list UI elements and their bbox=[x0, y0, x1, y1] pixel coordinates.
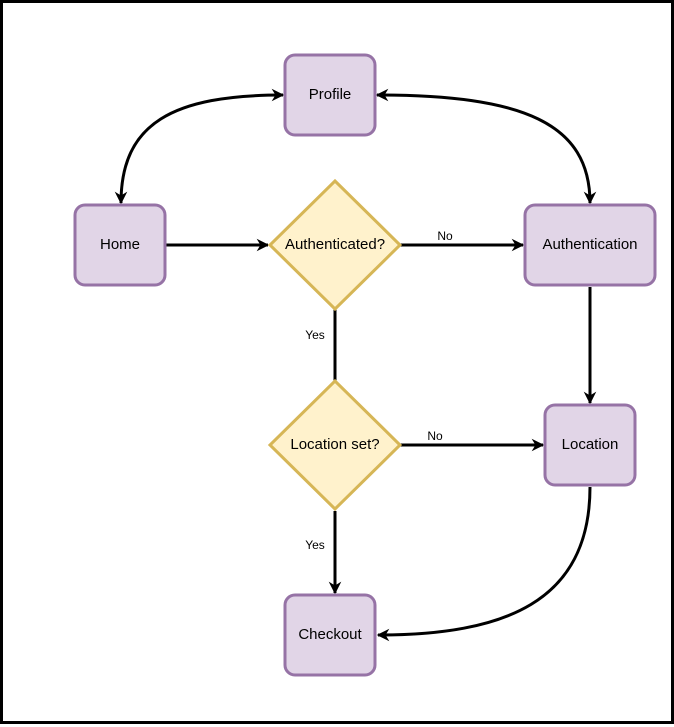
node-profile: Profile bbox=[283, 53, 377, 137]
edge-profile-authentication bbox=[375, 88, 597, 205]
node-checkout: Checkout bbox=[283, 593, 377, 677]
node-authentication-label: Authentication bbox=[542, 236, 637, 253]
edge-location-checkout bbox=[376, 486, 592, 642]
node-location: Location bbox=[543, 403, 637, 487]
node-profile-label: Profile bbox=[309, 86, 352, 103]
node-location-set-decision: Location set? bbox=[267, 378, 403, 512]
edge-label-location-no: No bbox=[427, 429, 443, 443]
node-checkout-label: Checkout bbox=[298, 626, 362, 643]
node-home-label: Home bbox=[100, 236, 140, 253]
edge-label-auth-yes: Yes bbox=[305, 328, 325, 342]
flowchart-canvas: No Yes No Yes Profile Home Authenticated… bbox=[73, 53, 657, 677]
node-authentication: Authentication bbox=[523, 203, 657, 287]
node-location-set-label: Location set? bbox=[290, 436, 379, 453]
edge-label-auth-no: No bbox=[437, 229, 453, 243]
edge-profile-home bbox=[114, 88, 285, 205]
node-authenticated-label: Authenticated? bbox=[285, 236, 385, 253]
node-home: Home bbox=[73, 203, 167, 287]
node-location-label: Location bbox=[562, 436, 619, 453]
edge-label-location-yes: Yes bbox=[305, 538, 325, 552]
node-authenticated-decision: Authenticated? bbox=[267, 178, 403, 312]
